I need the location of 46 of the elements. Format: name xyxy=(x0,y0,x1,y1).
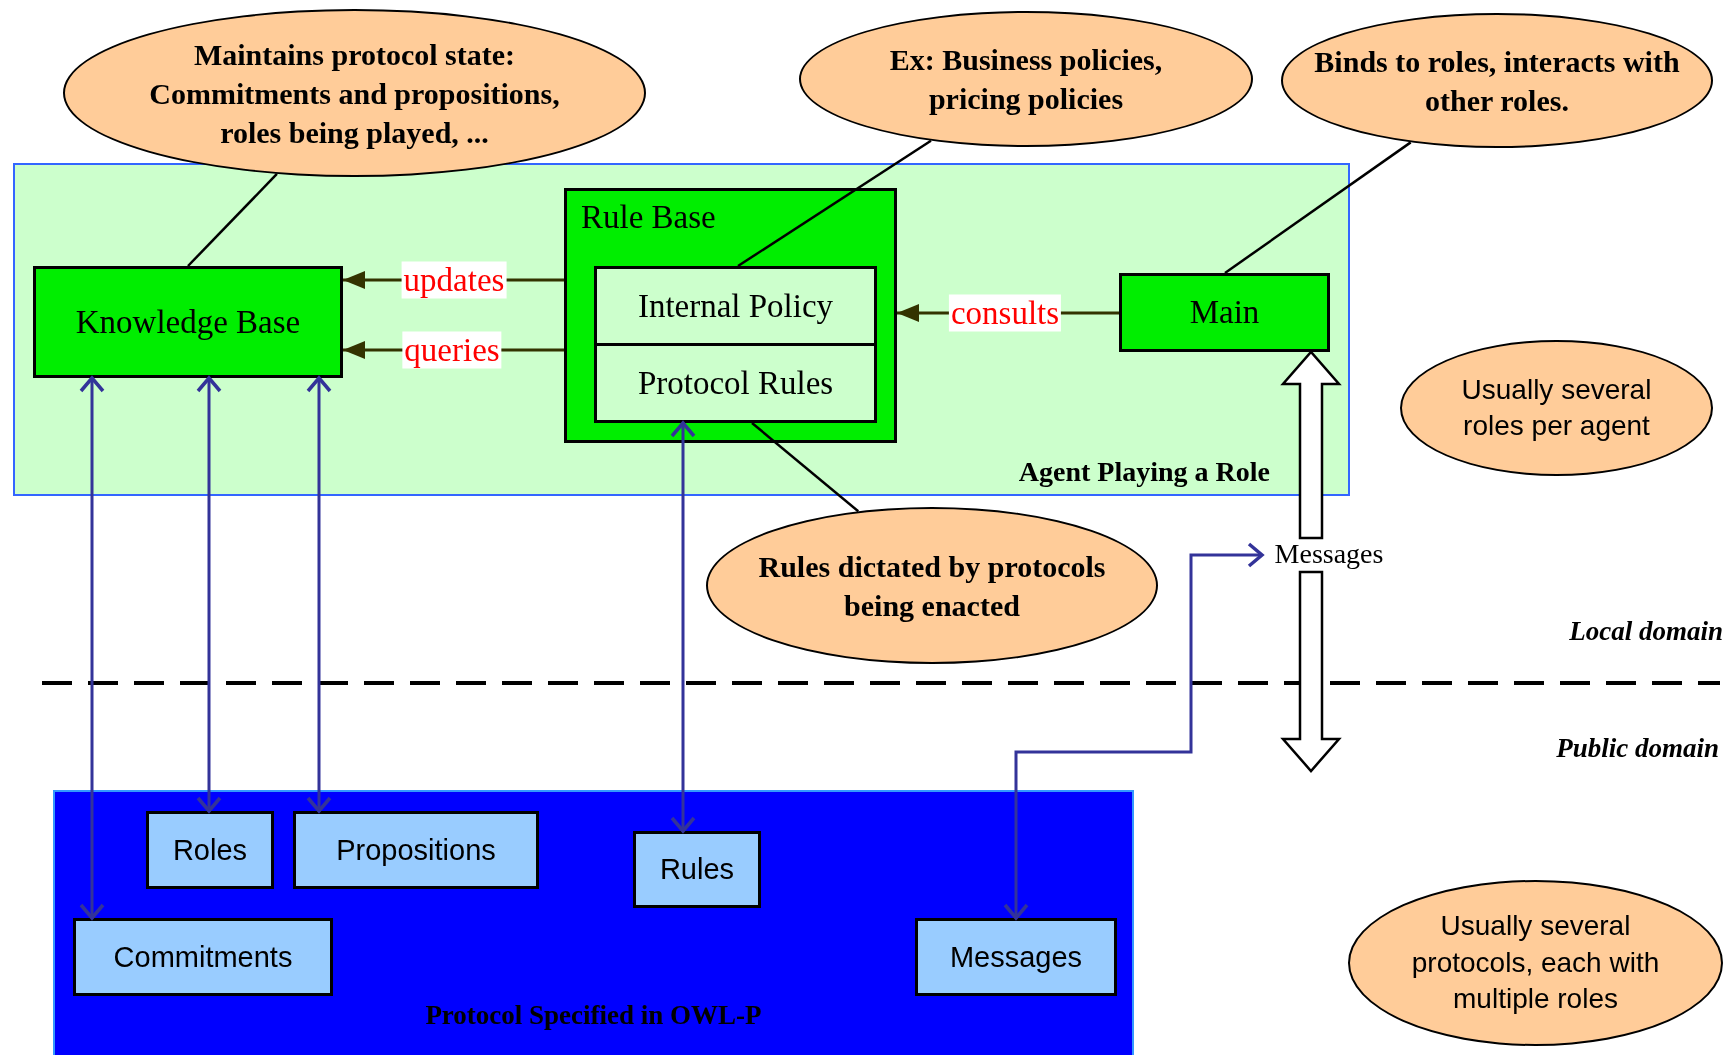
block-arrow xyxy=(1280,350,1342,540)
process-box xyxy=(33,266,343,378)
process-box xyxy=(594,343,877,423)
edge-label: queries xyxy=(402,331,502,369)
node-label: Binds to roles, interacts with other roles. xyxy=(1313,43,1681,119)
agent-container xyxy=(13,163,1350,496)
node-label: Usually several roles per agent xyxy=(1460,372,1653,443)
leader-line xyxy=(1224,141,1412,275)
process-box xyxy=(1119,273,1330,352)
protocol-container xyxy=(53,790,1134,1055)
domain-label: Local domain xyxy=(1569,616,1723,647)
node-label: Usually several protocols, each with multiple roles xyxy=(1410,909,1661,1017)
node-label: Internal Policy xyxy=(637,287,834,325)
node-label: Messages xyxy=(949,940,1083,974)
arrow xyxy=(670,421,696,833)
node-label: Knowledge Base xyxy=(75,303,301,341)
process-box xyxy=(146,811,274,889)
block-arrow xyxy=(1280,570,1342,773)
arrow xyxy=(196,376,222,813)
process-box xyxy=(293,811,539,889)
node-label: Rules dictated by protocols being enacted xyxy=(757,548,1107,624)
arrow xyxy=(79,376,105,920)
process-box xyxy=(633,831,761,908)
node-label: Main xyxy=(1189,294,1260,331)
node-label: Maintains protocol state: Commitments and propositions, roles being played, ... xyxy=(148,36,561,151)
arrow xyxy=(1003,542,1264,920)
leader-line xyxy=(187,173,278,267)
container-title: Agent Playing a Role xyxy=(1018,456,1270,488)
node-label: Rules xyxy=(659,853,735,886)
node-label: Commitments xyxy=(113,940,293,974)
domain-label: Public domain xyxy=(1556,733,1719,764)
rule-base-box xyxy=(564,188,897,443)
node-label: Ex: Business policies, pricing policies xyxy=(888,42,1164,117)
process-box xyxy=(594,266,877,346)
edge-label: updates xyxy=(401,261,507,299)
node-label: Roles xyxy=(172,833,248,867)
leader-line xyxy=(751,422,860,513)
node-label: Propositions xyxy=(336,833,496,867)
process-box xyxy=(73,918,333,996)
leader-line xyxy=(737,139,932,268)
container-title: Rule Base xyxy=(581,199,716,236)
container-title: Protocol Specified in OWL-P xyxy=(424,1000,763,1031)
node-label: Protocol Rules xyxy=(637,364,834,402)
edge-label: consults xyxy=(948,294,1062,332)
arrow xyxy=(306,376,332,813)
process-box xyxy=(915,918,1117,996)
